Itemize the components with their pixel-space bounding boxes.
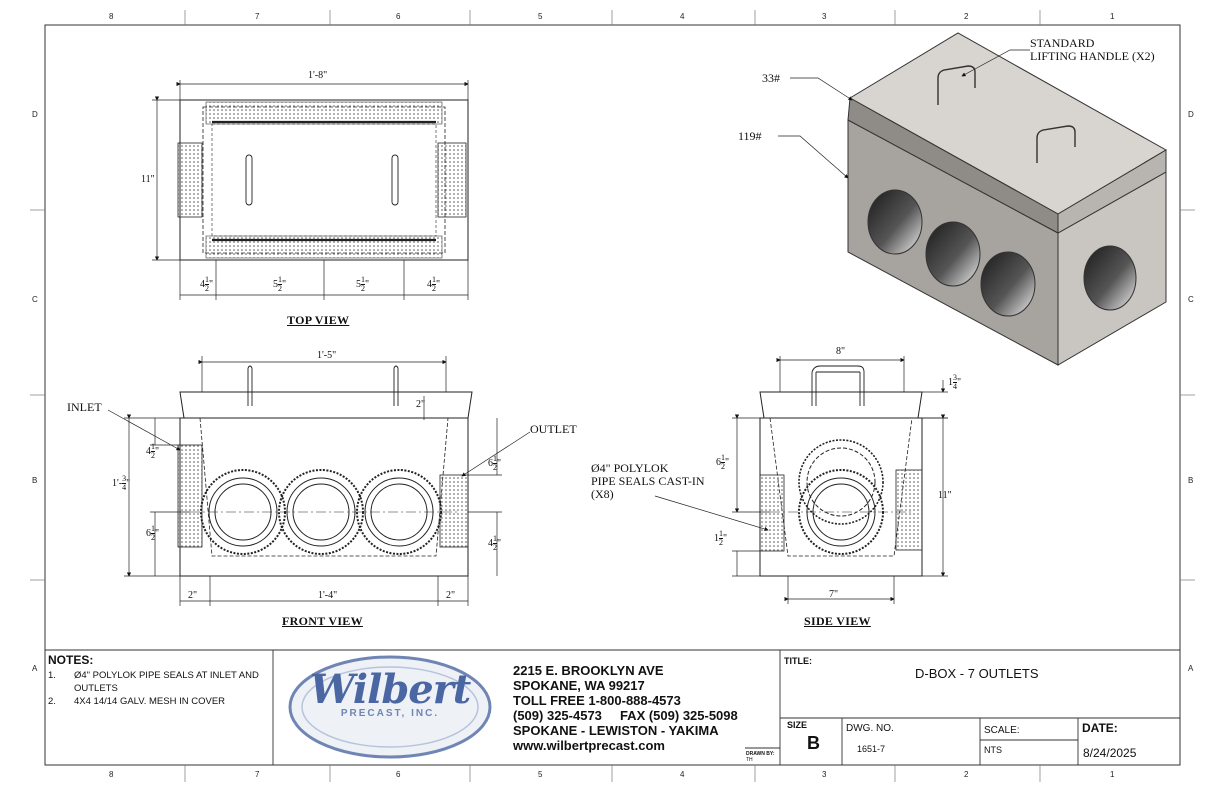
zone-right-c: C xyxy=(1188,295,1194,304)
seal-callout-line-2: PIPE SEALS CAST-IN xyxy=(591,474,705,488)
size-label: SIZE xyxy=(787,720,808,730)
title-label: TITLE: xyxy=(784,656,812,666)
logo-subtitle: PRECAST, INC. xyxy=(340,708,440,719)
zone-ticks xyxy=(30,10,1195,782)
front-lid-length: 1'-5" xyxy=(317,350,337,361)
zone-top-6: 6 xyxy=(396,12,401,21)
zone-top-5: 5 xyxy=(538,12,543,21)
zone-bottom-1: 1 xyxy=(1110,770,1115,779)
front-inner-length: 1'-4" xyxy=(318,590,338,601)
front-view xyxy=(177,365,473,577)
side-view-dims xyxy=(654,356,948,604)
front-view-dims xyxy=(107,356,531,606)
date-value: 8/24/2025 xyxy=(1083,746,1137,760)
side-bottom-width: 7" xyxy=(829,589,839,600)
wilbert-logo-graphic xyxy=(288,655,492,759)
zone-top-4: 4 xyxy=(680,12,685,21)
zone-bottom-3: 3 xyxy=(822,770,827,779)
base-weight: 119# xyxy=(738,129,762,143)
company-website[interactable]: www.wilbertprecast.com xyxy=(513,738,665,753)
zone-right-d: D xyxy=(1188,110,1194,119)
zone-bottom-7: 7 xyxy=(255,770,260,779)
scale-label: SCALE: xyxy=(984,725,1020,736)
lid-weight: 33# xyxy=(762,71,780,85)
top-view xyxy=(177,99,469,261)
company-address: 2215 E. BROOKLYN AVE SPOKANE, WA 99217 T… xyxy=(513,663,738,753)
top-width: 11" xyxy=(141,174,155,185)
top-view-dims xyxy=(152,80,469,300)
zone-right-b: B xyxy=(1188,476,1194,485)
iso-leaders xyxy=(778,49,1030,179)
zone-left-c: C xyxy=(32,295,38,304)
dwg-no-value: 1651-7 xyxy=(857,744,886,754)
zone-left-b: B xyxy=(32,476,38,485)
inlet-label: INLET xyxy=(67,400,102,414)
handle-callout-line-1: STANDARD xyxy=(1030,36,1095,50)
front-view-title: FRONT VIEW xyxy=(282,614,363,628)
side-view-title: SIDE VIEW xyxy=(804,614,871,628)
zone-right-a: A xyxy=(1188,664,1194,673)
top-view-title: TOP VIEW xyxy=(287,313,350,327)
top-overall-length: 1'-8" xyxy=(308,70,328,81)
note-item: 2. 4X4 14/14 GALV. MESH IN COVER xyxy=(48,696,226,707)
seal-callout-line-3: (X8) xyxy=(591,487,614,501)
zone-bottom-8: 8 xyxy=(109,770,114,779)
side-top-width: 8" xyxy=(836,346,846,357)
front-outlet-ports xyxy=(190,469,460,555)
zone-top-8: 8 xyxy=(109,12,114,21)
side-view xyxy=(759,365,923,577)
seal-callout-line-1: Ø4" POLYLOK xyxy=(591,461,669,475)
scale-value: NTS xyxy=(984,745,1002,755)
address-street: 2215 E. BROOKLYN AVE xyxy=(513,663,664,678)
pipe-seal-callout: Ø4" POLYLOK PIPE SEALS CAST-IN (X8) xyxy=(591,462,705,501)
side-height: 11" xyxy=(938,490,952,501)
drawing-title: D-BOX - 7 OUTLETS xyxy=(915,666,1039,681)
zone-bottom-5: 5 xyxy=(538,770,543,779)
address-city: SPOKANE, WA 99217 xyxy=(513,678,645,693)
address-tollfree: TOLL FREE 1-800-888-4573 xyxy=(513,693,681,708)
address-locations: SPOKANE - LEWISTON - YAKIMA xyxy=(513,723,719,738)
front-left-wall: 2" xyxy=(188,590,198,601)
wilbert-logo: Wilbert PRECAST, INC. xyxy=(290,666,490,720)
size-value: B xyxy=(807,733,820,753)
dwg-no-label: DWG. NO. xyxy=(846,723,894,734)
zone-top-3: 3 xyxy=(822,12,827,21)
iso-view xyxy=(847,32,1167,366)
zone-top-7: 7 xyxy=(255,12,260,21)
handle-callout-line-2: LIFTING HANDLE (X2) xyxy=(1030,49,1155,63)
address-phone-fax: (509) 325-4573 FAX (509) 325-5098 xyxy=(513,708,738,723)
zone-bottom-4: 4 xyxy=(680,770,685,779)
handle-callout: STANDARD LIFTING HANDLE (X2) xyxy=(1030,37,1155,63)
zone-left-d: D xyxy=(32,110,38,119)
title-block-lines xyxy=(272,650,1180,765)
notes-heading: NOTES: xyxy=(48,653,94,667)
outlet-label: OUTLET xyxy=(530,422,577,436)
date-label: DATE: xyxy=(1082,721,1118,735)
zone-bottom-6: 6 xyxy=(396,770,401,779)
drawn-by: DRAWN BY: TH xyxy=(746,751,775,763)
zone-bottom-2: 2 xyxy=(964,770,969,779)
front-lid-drop: 2" xyxy=(416,399,426,410)
logo-wordmark: Wilbert xyxy=(309,666,472,713)
zone-top-1: 1 xyxy=(1110,12,1115,21)
zone-left-a: A xyxy=(32,664,38,673)
front-right-wall: 2" xyxy=(446,590,456,601)
zone-top-2: 2 xyxy=(964,12,969,21)
